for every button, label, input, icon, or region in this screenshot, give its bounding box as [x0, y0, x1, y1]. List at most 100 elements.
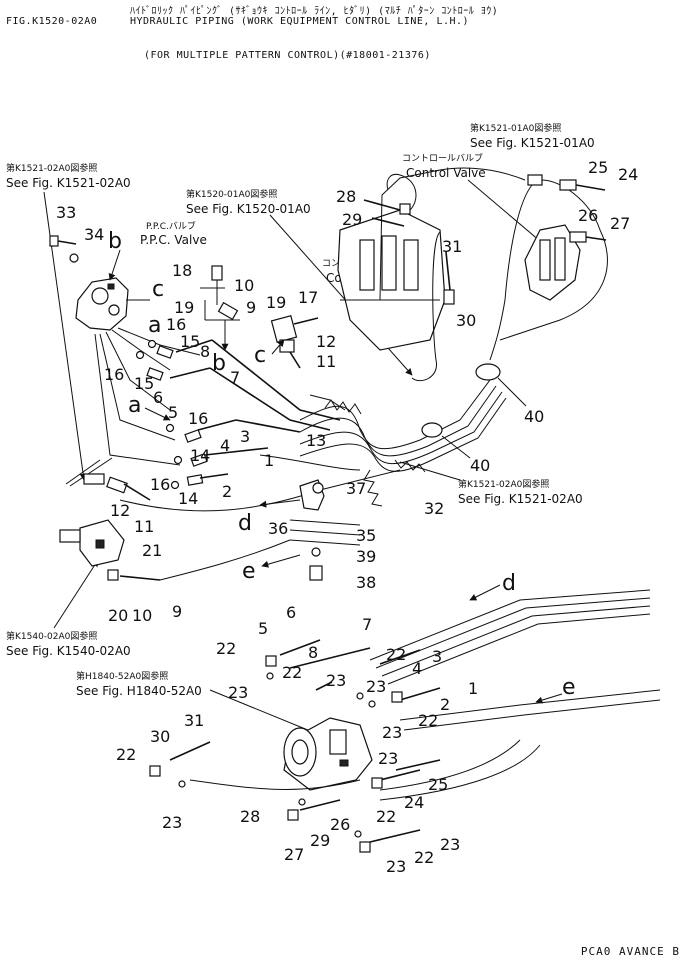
- part-number: 3: [240, 427, 250, 446]
- bolt-33: [49, 235, 77, 247]
- part-number: 23: [386, 857, 406, 876]
- leader-h1840-52a0: [209, 689, 321, 736]
- part-number: 21: [142, 541, 162, 560]
- part-number: 19: [174, 298, 194, 317]
- part-number: 23: [382, 723, 402, 742]
- arrow-b-upper: [108, 249, 121, 281]
- part-number: 2: [440, 695, 450, 714]
- part-number: 39: [356, 547, 376, 566]
- part-number: 28: [336, 187, 356, 206]
- part-number: 11: [134, 517, 154, 536]
- reference-h1840-52a0: 第H1840-52A0図参照 See Fig. H1840-52A0: [76, 670, 202, 698]
- part-number: 1: [468, 679, 478, 698]
- part-number: 33: [56, 203, 76, 222]
- part-number: 16: [188, 409, 208, 428]
- part-number: 25: [588, 158, 608, 177]
- part-number: 2: [222, 482, 232, 501]
- clamp-36-37: [289, 479, 361, 581]
- reference-letters: b c a c b a d e d e: [108, 229, 576, 700]
- part-number: 4: [220, 436, 230, 455]
- lower-valve-block: [283, 717, 373, 791]
- part-number: 13: [306, 431, 326, 450]
- part-number: 20: [108, 606, 128, 625]
- control-valve-top-label-jp: コントロールバルブ: [402, 152, 483, 164]
- part-number: 5: [258, 619, 268, 638]
- part-number: 5: [168, 403, 178, 422]
- part-number: 36: [268, 519, 288, 538]
- part-number: 14: [190, 446, 210, 465]
- letter-a: a: [148, 313, 161, 338]
- leader-k1521-02a0-mid: [399, 461, 461, 481]
- letter-d: d: [238, 511, 252, 536]
- part-number: 40: [470, 456, 490, 475]
- part-number: 30: [150, 727, 170, 746]
- footer-code: PCA0 AVANCE B: [580, 945, 680, 958]
- leader-k1540-02a0: [53, 559, 99, 629]
- reference-k1520-01a0: 第K1520-01A0図参照 See Fig. K1520-01A0: [186, 188, 311, 216]
- part-number: 29: [342, 210, 362, 229]
- reference-en: See Fig. K1520-01A0: [186, 202, 311, 216]
- control-valve-top: [379, 167, 608, 361]
- part-number: 22: [116, 745, 136, 764]
- ppc-valve: [75, 277, 150, 331]
- arrow-a-left: [144, 407, 171, 421]
- reference-jp: 第K1540-02A0図参照: [6, 632, 98, 642]
- part-number: 1: [264, 451, 274, 470]
- arrow-d-upper: [259, 499, 301, 508]
- subtitle: (FOR MULTIPLE PATTERN CONTROL)(#18001-21…: [144, 50, 431, 61]
- control-valve-top-label-en: Control Valve: [406, 166, 486, 180]
- part-number: 16: [104, 365, 124, 384]
- letter-a: a: [128, 393, 141, 418]
- part-number: 27: [610, 214, 630, 233]
- part-number: 24: [618, 165, 638, 184]
- arrow-e-upper: [261, 554, 301, 568]
- part-number: 6: [286, 603, 296, 622]
- reference-jp: 第K1521-02A0図参照: [6, 164, 98, 174]
- part-number: 16: [166, 315, 186, 334]
- part-number: 40: [524, 407, 544, 426]
- part-number: 10: [234, 276, 254, 295]
- reference-k1540-02a0: 第K1540-02A0図参照 See Fig. K1540-02A0: [6, 630, 131, 658]
- part-number: 3: [432, 647, 442, 666]
- letter-b: b: [212, 351, 226, 376]
- part-number: 22: [376, 807, 396, 826]
- part-number: 37: [346, 479, 366, 498]
- part-number: 17: [298, 288, 318, 307]
- reference-k1521-01a0: 第K1521-01A0図参照 See Fig. K1521-01A0: [470, 122, 595, 150]
- part-number: 27: [284, 845, 304, 864]
- part-number: 12: [110, 501, 130, 520]
- part-number: 26: [578, 206, 598, 225]
- reference-jp: 第K1520-01A0図参照: [186, 190, 278, 200]
- part-number: 23: [378, 749, 398, 768]
- part-number: 31: [442, 237, 462, 256]
- part-number: 8: [308, 643, 318, 662]
- part-number: 6: [153, 388, 163, 407]
- part-number: 9: [172, 602, 182, 621]
- arrow-d-lower: [469, 584, 501, 601]
- hoses-30-31: [411, 231, 455, 382]
- part-number: 35: [356, 526, 376, 545]
- fittings-24-27: [559, 179, 607, 243]
- part-number: 8: [200, 342, 210, 361]
- washer-34: [69, 253, 79, 263]
- fittings-ppc: [135, 339, 208, 490]
- reference-k1521-02a0-mid: 第K1521-02A0図参照 See Fig. K1521-02A0: [458, 478, 583, 506]
- part-number: 10: [132, 606, 152, 625]
- letter-e: e: [242, 559, 256, 584]
- bracket-right: [270, 315, 319, 369]
- part-number: 22: [216, 639, 236, 658]
- part-number: 14: [178, 489, 198, 508]
- solenoid-block: [59, 457, 291, 581]
- part-number: 29: [310, 831, 330, 850]
- part-number: 32: [424, 499, 444, 518]
- part-number: 18: [172, 261, 192, 280]
- part-number: 28: [240, 807, 260, 826]
- clamp-40: [421, 363, 527, 459]
- part-number: 9: [246, 298, 256, 317]
- ppc-hose-bundle: [94, 327, 201, 466]
- reference-jp: 第H1840-52A0図参照: [76, 672, 169, 682]
- letter-e: e: [562, 675, 576, 700]
- bracket-upper: [200, 265, 240, 351]
- reference-en: See Fig. K1521-02A0: [458, 492, 583, 506]
- spiral-guard: [324, 399, 426, 507]
